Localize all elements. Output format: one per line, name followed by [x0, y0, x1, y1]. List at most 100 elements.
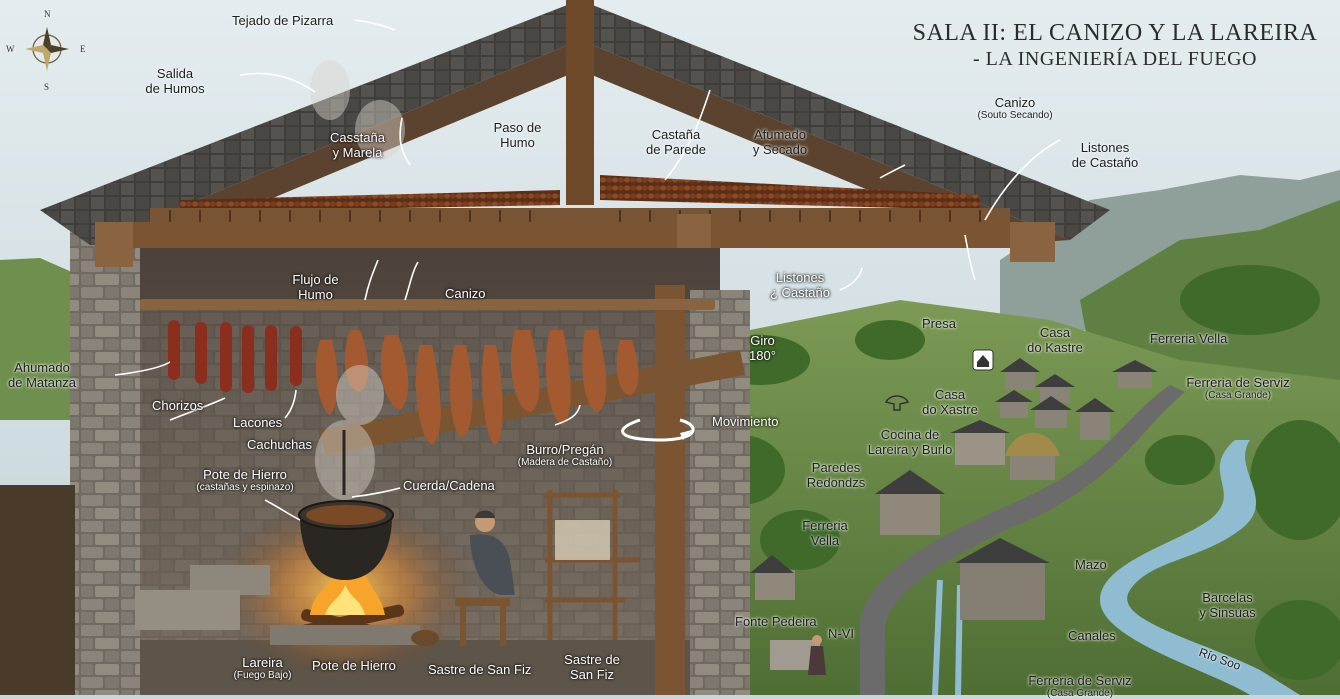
label-listones-mid: Listones ¿ Castaño: [760, 270, 840, 300]
label-burro-sub: (Madera de Castaño): [517, 457, 613, 468]
chestnut-layer: [180, 190, 560, 212]
compass-s: S: [44, 82, 49, 92]
label-ferreria-serviz-bottom-sub: (Casa Grande): [1046, 688, 1114, 699]
label-tejado: Tejado de Pizarra: [232, 13, 334, 28]
compass-e: E: [80, 44, 86, 54]
label-listones-roof: Listones de Castaño: [1060, 140, 1150, 170]
label-castana-parede: Castaña de Parede: [636, 127, 716, 157]
lacones-hanging: [315, 330, 639, 445]
label-canizo-roof-text: Canizo: [994, 95, 1036, 110]
label-listones-mid-l2: ¿ Castaño: [770, 285, 830, 300]
fountain-figure: [808, 635, 826, 675]
valley-ground: [690, 300, 1340, 695]
annotation-arrows: [114, 19, 1061, 521]
label-giro-l1: Giro: [750, 333, 775, 348]
label-lareira: Lareira (Fuego Bajo): [225, 655, 300, 681]
loom-cloth: [555, 520, 610, 560]
label-cachuchas: Cachuchas: [247, 437, 313, 452]
main-subtitle: - LA INGENIERÍA DEL FUEGO: [973, 48, 1257, 70]
iron-pot: [300, 515, 392, 580]
label-ahumado: Ahumado de Matanza: [2, 360, 82, 390]
left-stone-wall: [70, 220, 140, 695]
ridge-post: [566, 0, 594, 205]
label-cocina: Cocina de Lareira y Burlo: [860, 427, 960, 457]
label-paredes-l2: Redondzs: [806, 475, 866, 490]
fire-flames: [310, 560, 385, 615]
label-pote-top-sub: (castañas y espinazo): [196, 482, 294, 493]
label-salida-l1: Salida: [156, 66, 194, 81]
compass-rose-icon: N S E W: [6, 9, 86, 92]
label-fonte: Fonte Pedeira: [735, 614, 817, 629]
label-ahumado-l2: de Matanza: [8, 375, 76, 390]
label-salida-l2: de Humos: [145, 81, 205, 96]
label-afumado: Afumado y Secado: [740, 127, 820, 157]
label-ferreria-vella-mid-l2: Vella: [810, 533, 840, 548]
label-ferreria-serviz-top-sub: (Casa Grande): [1204, 390, 1272, 401]
label-flujo: Flujo de Humo: [278, 272, 353, 302]
slate-roof: [40, 0, 1110, 245]
label-cocina-l2: Lareira y Burlo: [867, 442, 953, 457]
label-giro-l2: 180°: [749, 348, 776, 363]
label-movimiento: Movimiento: [712, 414, 779, 429]
hearth-step: [135, 590, 240, 630]
label-cocina-l1: Cocina de: [880, 427, 940, 442]
label-castana-parede-l1: Castaña: [651, 127, 701, 142]
label-lareira-text: Lareira: [242, 655, 283, 670]
label-listones-mid-l1: Listones: [775, 270, 825, 285]
canals: [932, 579, 963, 695]
label-casa-xastre-l1: Casa: [934, 387, 966, 402]
label-chorizos: Chorizos: [152, 398, 204, 413]
pot-contents: [306, 505, 386, 525]
label-listones-roof-l2: de Castaño: [1071, 155, 1139, 170]
label-ferreria-serviz-bottom: Ferreria de Serviz (Casa Grande): [1020, 673, 1140, 699]
label-mazo: Mazo: [1075, 557, 1107, 572]
label-pote-bottom: Pote de Hierro: [312, 658, 396, 673]
anvil-map-icon: [884, 395, 910, 411]
canizo-slats: [150, 208, 1010, 226]
central-post: [655, 285, 685, 695]
label-paso: Paso de Humo: [480, 120, 555, 150]
label-ferreria-serviz-top-text: Ferreria de Serviz: [1186, 375, 1290, 390]
label-ferreria-vella-top: Ferreria Vella: [1150, 331, 1228, 346]
label-barcelas-l2: y Sinsúas: [1199, 605, 1256, 620]
chorizos-hanging: [168, 320, 302, 393]
fire-flames-inner: [325, 585, 365, 615]
label-casa-kastre-l2: do Kastre: [1027, 340, 1083, 355]
label-canizo-mid: Canizo: [445, 286, 486, 301]
label-listones-roof-l1: Listones: [1080, 140, 1130, 155]
label-flujo-l1: Flujo de: [292, 272, 339, 287]
label-pote-top: Pote de Hierro (castañas y espinazo): [185, 467, 305, 493]
label-giro: Giro 180°: [740, 333, 785, 363]
rotation-arrow: [621, 418, 695, 442]
chestnut-layer-right: [600, 175, 980, 210]
label-sastre-1: Sastre de San Fiz: [428, 662, 532, 677]
loom: [545, 490, 640, 640]
road-n-vi: [860, 385, 1185, 695]
beam-end-right: [1010, 222, 1055, 262]
label-cuerda: Cuerda/Cadena: [403, 478, 495, 493]
label-casstana-l1: Casstaña: [330, 130, 385, 145]
label-casa-kastre: Casa do Kastre: [1020, 325, 1090, 355]
label-paredes-l1: Paredes: [811, 460, 861, 475]
label-ferreria-serviz-bottom-text: Ferreria de Serviz: [1028, 673, 1132, 688]
label-casa-xastre-l2: do Xastre: [922, 402, 978, 417]
compass-n: N: [44, 9, 51, 19]
label-nvi: N-VI: [828, 626, 854, 641]
house-map-icon: [972, 349, 994, 371]
hanging-rail: [140, 299, 715, 310]
label-sastre-2-l2: San Fiz: [569, 667, 615, 682]
label-paso-l2: Humo: [500, 135, 535, 150]
label-canizo-roof-sub: (Souto Secando): [977, 110, 1053, 121]
river: [1100, 440, 1300, 695]
label-castana-parede-l2: de Parede: [646, 142, 706, 157]
rotation-arrowhead: [680, 430, 692, 440]
label-ahumado-l1: Ahumado: [14, 360, 70, 375]
label-presa: Presa: [922, 316, 956, 331]
main-beam: [95, 222, 1045, 248]
hearth-firebox: [270, 625, 420, 645]
left-hill: [0, 258, 90, 420]
label-barcelas: Barcelas y Sinsúas: [1190, 590, 1265, 620]
main-title: SALA II: EL CANIZO Y LA LAREIRA: [912, 20, 1318, 46]
label-casa-xastre: Casa do Xastre: [915, 387, 985, 417]
